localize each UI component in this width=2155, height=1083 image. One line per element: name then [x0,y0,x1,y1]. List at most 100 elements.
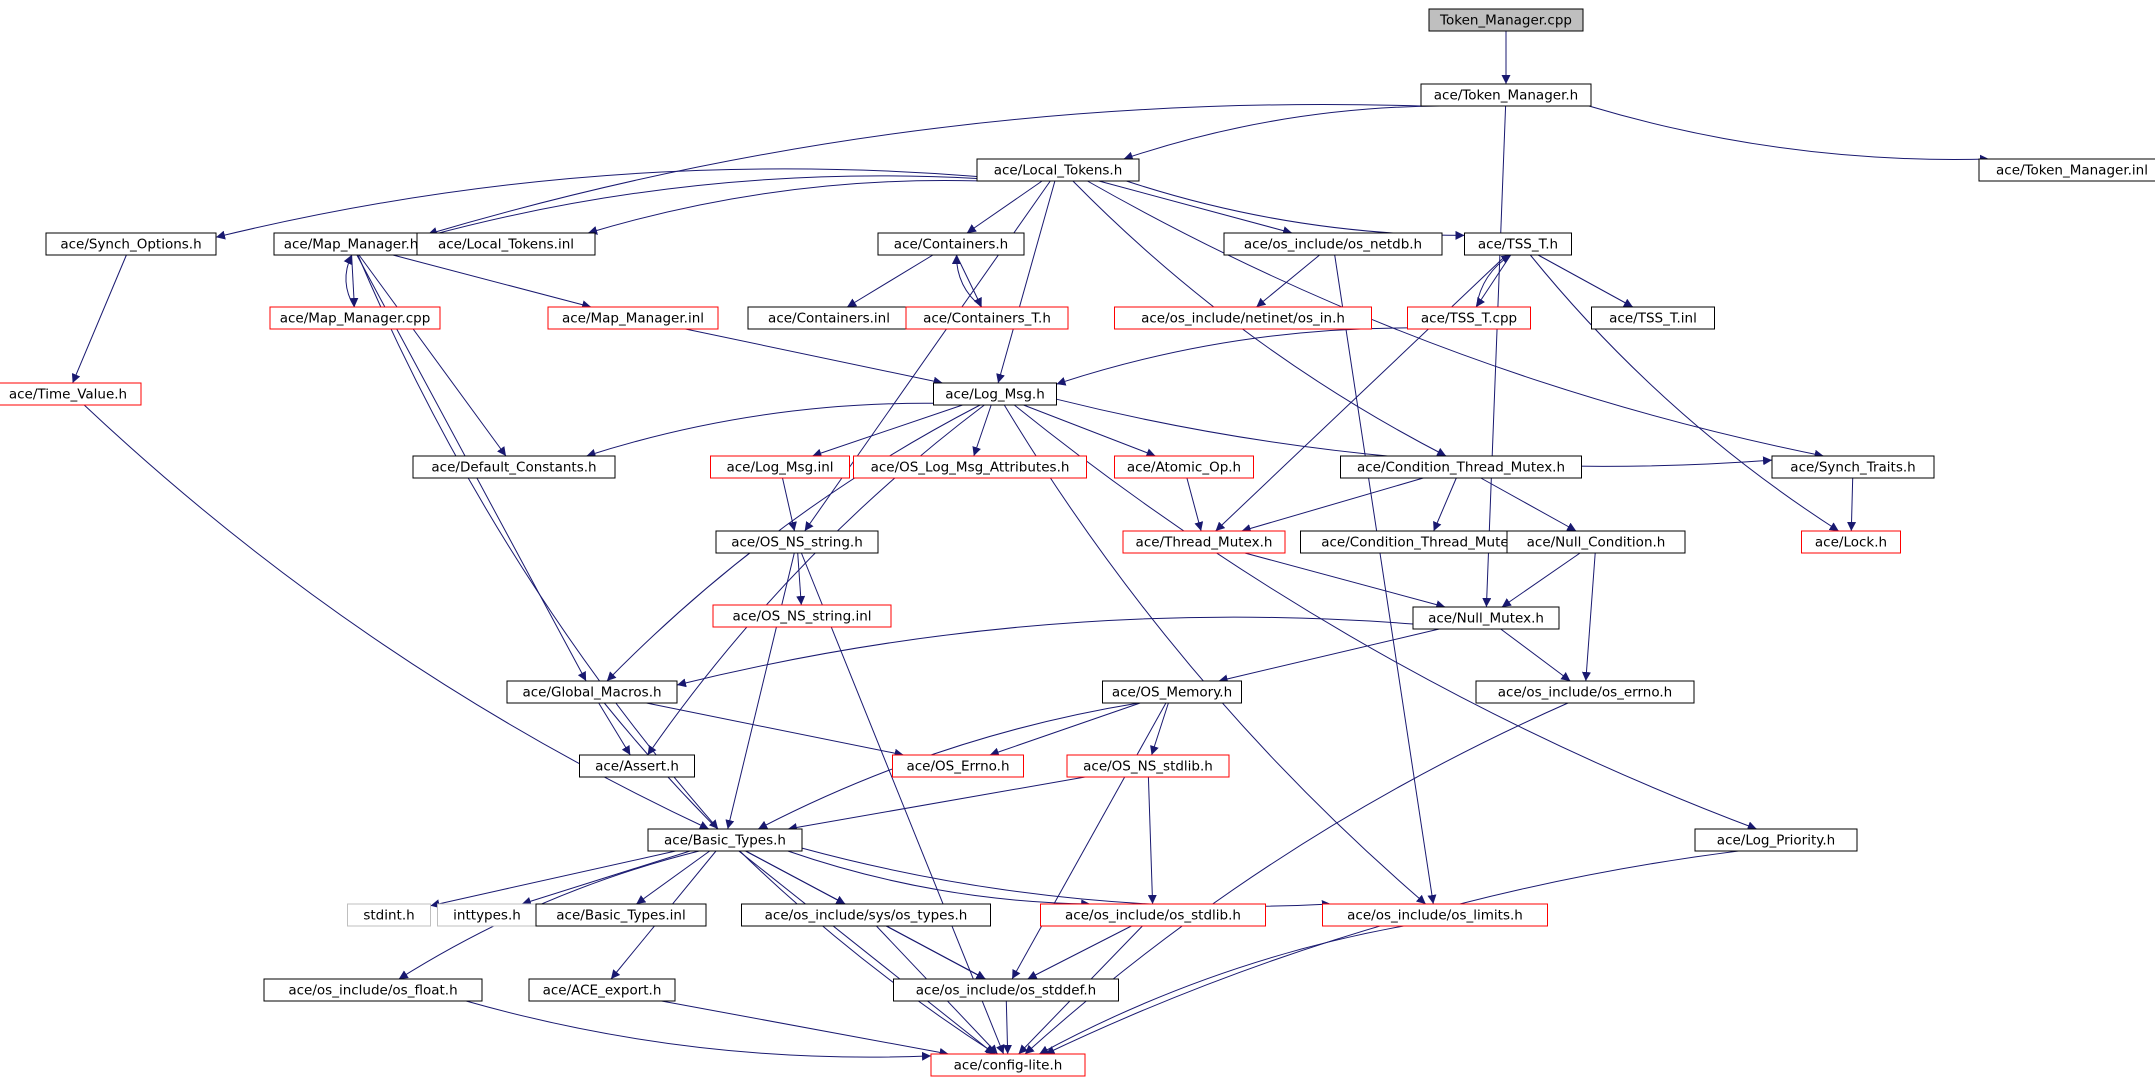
node-box [1066,754,1230,778]
node-ace-lock-h[interactable]: ace/Lock.h [1801,530,1901,554]
node-ace-local-tokens-inl[interactable]: ace/Local_Tokens.inl [416,232,596,256]
node-ace-os-include-os-stdlib-h[interactable]: ace/os_include/os_stdlib.h [1040,903,1266,927]
node-ace-tss-t-cpp[interactable]: ace/TSS_T.cpp [1407,306,1531,330]
node-stdint-h[interactable]: stdint.h [347,903,431,927]
node-ace-map-manager-inl[interactable]: ace/Map_Manager.inl [547,306,719,330]
node-label: ace/Token_Manager.inl [1996,163,2148,179]
node-ace-map-manager-cpp[interactable]: ace/Map_Manager.cpp [269,306,441,330]
node-ace-token-manager-inl[interactable]: ace/Token_Manager.inl [1978,158,2155,182]
node-ace-default-constants-h[interactable]: ace/Default_Constants.h [412,455,616,479]
node-box [1322,903,1548,927]
node-ace-os-ns-string-inl[interactable]: ace/OS_NS_string.inl [712,604,892,628]
node-ace-null-mutex-h[interactable]: ace/Null_Mutex.h [1412,606,1560,630]
edge-n25-to-n38 [725,552,795,830]
node-box [930,1053,1086,1077]
node-ace-containers-inl[interactable]: ace/Containers.inl [747,306,911,330]
node-label: ace/Null_Mutex.h [1428,611,1544,627]
node-box [412,455,616,479]
node-ace-local-tokens-h[interactable]: ace/Local_Tokens.h [976,158,1140,182]
node-ace-os-ns-stdlib-h[interactable]: ace/OS_NS_stdlib.h [1066,754,1230,778]
edge-n7-to-n12 [846,254,934,308]
node-label: ace/Map_Manager.h [284,237,419,253]
node-ace-containers-t-h[interactable]: ace/Containers_T.h [905,306,1069,330]
node-ace-condition-thread-mutex-inl[interactable]: ace/Condition_Thread_Mutex.inl [1300,530,1558,554]
edge-n8-to-n45 [1334,254,1437,905]
edge-n15-to-n9 [1475,254,1511,308]
edge-n45-to-n49 [1039,925,1404,1055]
node-label: ace/Condition_Thread_Mutex.h [1357,460,1565,476]
node-label: ace/os_include/os_stdlib.h [1065,908,1241,924]
node-box [1475,680,1695,704]
edge-n2-to-n8 [1098,180,1293,236]
node-box [528,978,676,1002]
node-ace-os-log-msg-attributes-h[interactable]: ace/OS_Log_Msg_Attributes.h [853,455,1087,479]
node-inttypes-h[interactable]: inttypes.h [437,903,537,927]
node-ace-map-manager-h[interactable]: ace/Map_Manager.h [273,232,429,256]
edge-n18-to-n32 [606,404,981,682]
node-label: stdint.h [363,908,414,924]
node-ace-log-priority-h[interactable]: ace/Log_Priority.h [1694,828,1858,852]
edge-n18-to-n35 [647,404,985,756]
node-box [1464,232,1572,256]
node-ace-os-include-os-stddef-h[interactable]: ace/os_include/os_stddef.h [893,978,1119,1002]
node-box [1420,83,1592,107]
edge-n23-to-n27 [1433,477,1457,532]
node-ace-tss-t-inl[interactable]: ace/TSS_T.inl [1591,306,1715,330]
node-ace-assert-h[interactable]: ace/Assert.h [579,754,695,778]
node-label: ace/os_include/os_float.h [288,983,457,999]
node-box [535,903,707,927]
node-ace-tss-t-h[interactable]: ace/TSS_T.h [1464,232,1572,256]
node-token-manager-cpp[interactable]: Token_Manager.cpp [1428,8,1584,32]
edge-n1-to-n3 [1588,105,1990,164]
node-box [1040,903,1266,927]
edge-n5-to-n10 [349,254,359,308]
nodes-layer: Token_Manager.cpp ace/Token_Manager.h ace/… [0,8,2155,1077]
node-ace-time-value-h[interactable]: ace/Time_Value.h [0,382,142,406]
node-label: ace/Containers.h [894,237,1008,253]
node-ace-log-msg-h[interactable]: ace/Log_Msg.h [933,382,1057,406]
edge-n28-to-n31 [1501,552,1581,608]
node-ace-containers-h[interactable]: ace/Containers.h [877,232,1025,256]
node-label: ace/Lock.h [1815,535,1887,551]
edge-n4-to-n17 [71,254,127,384]
edge-n18-to-n19 [586,402,934,458]
node-ace-os-include-sys-os-types-h[interactable]: ace/os_include/sys/os_types.h [741,903,991,927]
node-label: ace/Null_Condition.h [1527,535,1666,551]
node-ace-log-msg-inl[interactable]: ace/Log_Msg.inl [710,455,850,479]
edge-n9-to-n26 [1215,254,1507,532]
node-ace-atomic-op-h[interactable]: ace/Atomic_Op.h [1114,455,1254,479]
node-ace-os-include-netinet-os-in-h[interactable]: ace/os_include/netinet/os_in.h [1114,306,1372,330]
node-box [741,903,991,927]
node-box [547,306,719,330]
edge-n18-to-n45 [1003,404,1427,905]
node-ace-os-include-os-limits-h[interactable]: ace/os_include/os_limits.h [1322,903,1548,927]
edge-n10-to-n5 [343,254,355,308]
node-ace-os-include-os-float-h[interactable]: ace/os_include/os_float.h [263,978,483,1002]
node-label: ace/Containers.inl [768,311,890,327]
edge-n8-to-n14 [1256,254,1320,308]
node-ace-os-include-os-netdb-h[interactable]: ace/os_include/os_netdb.h [1223,232,1443,256]
node-ace-config-lite-h[interactable]: ace/config-lite.h [930,1053,1086,1077]
node-ace-null-condition-h[interactable]: ace/Null_Condition.h [1506,530,1686,554]
node-box [877,232,1025,256]
node-ace-token-manager-h[interactable]: ace/Token_Manager.h [1420,83,1592,107]
node-ace-os-errno-h[interactable]: ace/OS_Errno.h [892,754,1024,778]
node-ace-global-macros-h[interactable]: ace/Global_Macros.h [506,680,678,704]
node-label: ace/Assert.h [595,759,679,775]
node-ace-os-ns-string-h[interactable]: ace/OS_NS_string.h [715,530,879,554]
edge-n23-to-n28 [1480,477,1577,532]
edge-n2-to-n18 [996,180,1056,384]
node-label: ace/os_include/os_limits.h [1347,908,1523,924]
node-label: ace/OS_Errno.h [906,759,1009,775]
node-ace-basic-types-inl[interactable]: ace/Basic_Types.inl [535,903,707,927]
node-ace-os-include-os-errno-h[interactable]: ace/os_include/os_errno.h [1475,680,1695,704]
node-box [1122,530,1286,554]
node-ace-synch-traits-h[interactable]: ace/Synch_Traits.h [1771,455,1935,479]
node-ace-ace-export-h[interactable]: ace/ACE_export.h [528,978,676,1002]
node-ace-thread-mutex-h[interactable]: ace/Thread_Mutex.h [1122,530,1286,554]
node-ace-basic-types-h[interactable]: ace/Basic_Types.h [647,828,803,852]
node-box [1694,828,1858,852]
node-ace-synch-options-h[interactable]: ace/Synch_Options.h [45,232,217,256]
node-ace-condition-thread-mutex-h[interactable]: ace/Condition_Thread_Mutex.h [1340,455,1582,479]
node-ace-os-memory-h[interactable]: ace/OS_Memory.h [1102,680,1242,704]
